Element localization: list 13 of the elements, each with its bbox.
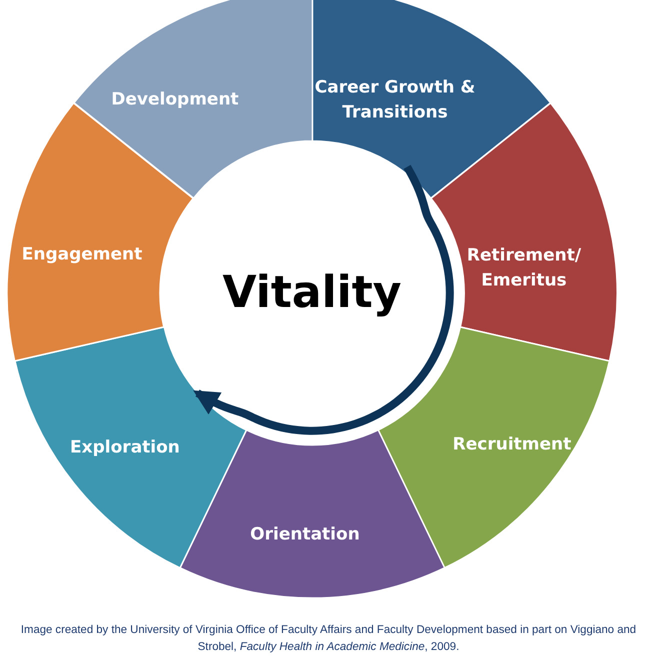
ring-segment	[180, 430, 444, 598]
ring-segment	[14, 326, 246, 568]
segment-label: Orientation	[250, 524, 360, 547]
segment-label: Development	[111, 88, 239, 112]
ring-segment	[378, 326, 610, 568]
segment-label: Engagement	[22, 244, 142, 267]
ring-segment	[74, 0, 312, 198]
segment-label: Exploration	[70, 436, 180, 460]
segment-label: Recruitment	[452, 434, 572, 457]
segment-label: Career Growth & Transitions	[314, 76, 476, 124]
segment-label: Retirement/ Emeritus	[466, 244, 582, 292]
caption: Image created by the University of Virginia Office of Faculty Affairs and Faculty Development based in part on Viggiano and Strobel, Faculty Health in Academic Medicine, 2009.	[20, 623, 638, 655]
ring-segment	[312, 0, 550, 198]
